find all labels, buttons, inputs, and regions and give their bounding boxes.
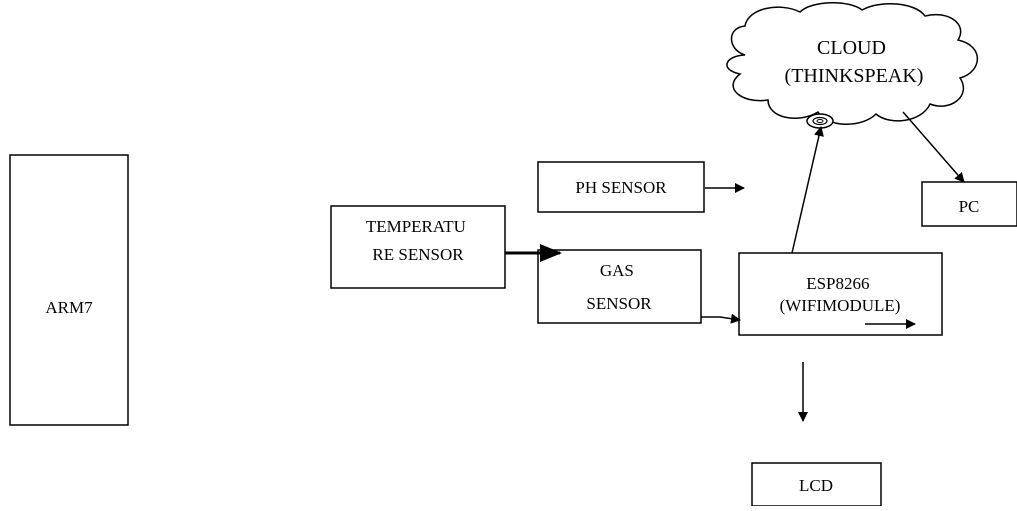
lcd-block: LCD — [751, 462, 882, 507]
cloud-tail-small — [816, 119, 824, 123]
temperature-sensor-block: TEMPERATU RE SENSOR — [330, 205, 506, 289]
gas-sensor-label: GAS SENSOR — [586, 261, 652, 313]
cloud-block: CLOUD (THINKSPEAK) — [726, 2, 978, 129]
pc-block: PC — [921, 181, 1017, 227]
pc-label: PC — [959, 197, 980, 216]
esp8266-block: ESP8266 (WIFIMODULE) — [738, 252, 943, 336]
arrow-esp8266-to-cloud — [791, 126, 824, 254]
gas-sensor-block: GAS SENSOR — [537, 249, 702, 324]
arm7-block: ARM7 — [9, 154, 129, 426]
cloud-shape — [726, 2, 978, 125]
lcd-label: LCD — [799, 476, 833, 495]
ph-sensor-label: PH SENSOR — [575, 178, 667, 197]
cloud-label: CLOUD (THINKSPEAK) — [785, 37, 924, 87]
arm7-label: ARM7 — [45, 298, 93, 317]
ph-sensor-block: PH SENSOR — [537, 161, 705, 213]
esp8266-label: ESP8266 (WIFIMODULE) — [780, 274, 901, 315]
temperature-sensor-label: TEMPERATU RE SENSOR — [366, 217, 470, 264]
arrow-cloud-to-pc — [902, 111, 965, 183]
arrow-gas-to-esp8266 — [701, 313, 741, 324]
